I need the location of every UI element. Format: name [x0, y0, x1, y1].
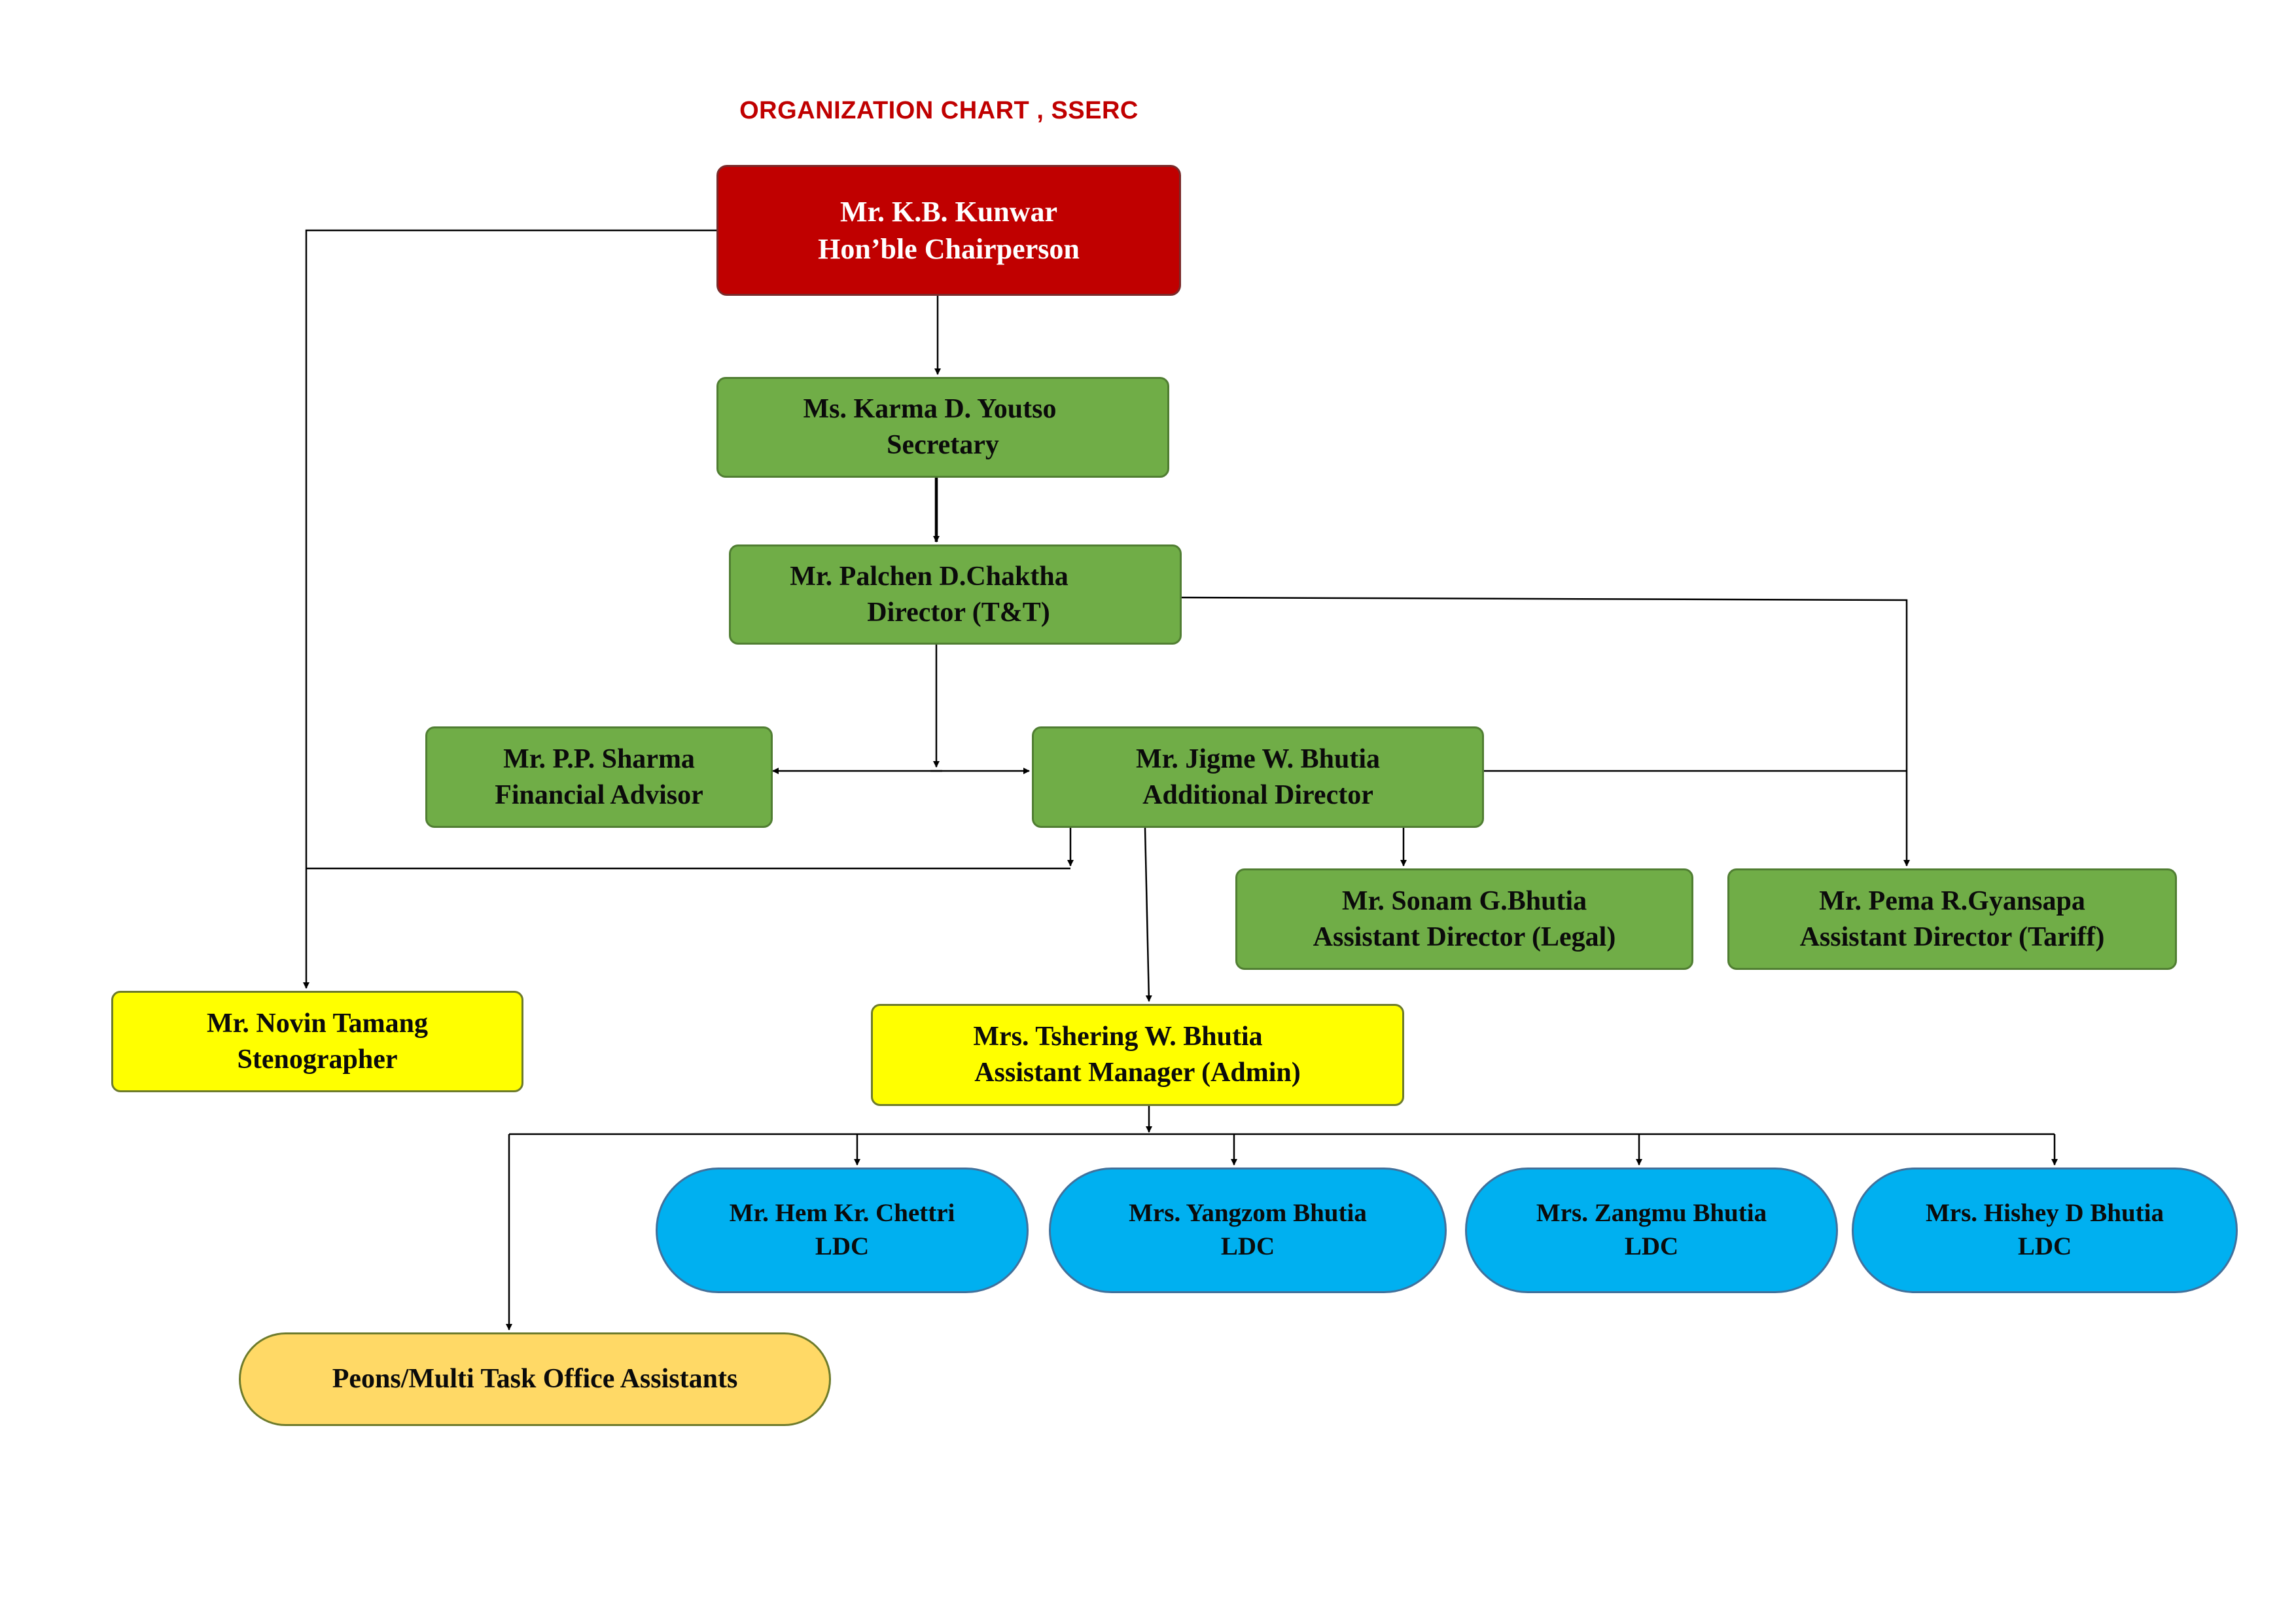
node-role: LDC: [1220, 1232, 1275, 1260]
node-role: LDC: [815, 1232, 870, 1260]
node-director: Mr. Palchen D.Chaktha Director (T&T): [729, 544, 1182, 645]
node-name: Mr. Hem Kr. Chettri: [729, 1199, 955, 1228]
node-name: Mr. Novin Tamang: [206, 1008, 429, 1039]
node-role: Assistant Director (Legal): [1313, 921, 1616, 952]
node-name: Mr. P.P. Sharma: [503, 743, 695, 774]
node-role: Assistant Director (Tariff): [1799, 921, 2105, 952]
node-name: Mrs. Hishey D Bhutia: [1925, 1199, 2164, 1228]
node-name: Mr. Sonam G.Bhutia: [1341, 885, 1587, 916]
node-ldc-4: Mrs. Hishey D Bhutia LDC: [1852, 1168, 2238, 1293]
node-role: Hon’ble Chairperson: [818, 233, 1080, 265]
node-name: Mr. Pema R.Gyansapa: [1819, 885, 2085, 916]
connector-ad-to-asstmgr: [1144, 827, 1152, 1002]
node-role: Financial Advisor: [495, 779, 703, 810]
node-additional-director: Mr. Jigme W. Bhutia Additional Director: [1032, 726, 1484, 828]
node-asst-manager: Mrs. Tshering W. Bhutia Assistant Manage…: [871, 1004, 1404, 1106]
node-ad-legal: Mr. Sonam G.Bhutia Assistant Director (L…: [1235, 868, 1693, 970]
node-name: Mrs. Tshering W. Bhutia: [973, 1022, 1263, 1052]
node-label: Peons/Multi Task Office Assistants: [332, 1364, 738, 1395]
node-ldc-1: Mr. Hem Kr. Chettri LDC: [656, 1168, 1029, 1293]
node-role: LDC: [2017, 1232, 2072, 1260]
node-role: Additional Director: [1142, 779, 1373, 810]
node-name: Ms. Karma D. Youtso: [803, 394, 1057, 425]
node-role: Secretary: [887, 430, 999, 460]
node-role: LDC: [1624, 1232, 1679, 1260]
node-financial-advisor: Mr. P.P. Sharma Financial Advisor: [425, 726, 773, 828]
node-ad-tariff: Mr. Pema R.Gyansapa Assistant Director (…: [1727, 868, 2177, 970]
node-role: Assistant Manager (Admin): [974, 1058, 1301, 1088]
chart-title: ORGANIZATION CHART , SSERC: [739, 97, 1139, 124]
connector-director-to-tariff: [1181, 596, 1910, 866]
node-role: Director (T&T): [867, 597, 1050, 628]
node-name: Mrs. Zangmu Bhutia: [1536, 1199, 1767, 1228]
node-ldc-2: Mrs. Yangzom Bhutia LDC: [1049, 1168, 1447, 1293]
node-chairperson: Mr. K.B. Kunwar Hon’ble Chairperson: [716, 165, 1181, 296]
node-name: Mr. K.B. Kunwar: [839, 195, 1058, 228]
node-name: Mr. Jigme W. Bhutia: [1136, 743, 1380, 774]
node-name: Mrs. Yangzom Bhutia: [1129, 1199, 1367, 1228]
node-ldc-3: Mrs. Zangmu Bhutia LDC: [1465, 1168, 1838, 1293]
node-stenographer: Mr. Novin Tamang Stenographer: [111, 991, 523, 1092]
node-role: Stenographer: [237, 1044, 398, 1075]
node-secretary: Ms. Karma D. Youtso Secretary: [716, 377, 1169, 478]
node-peons: Peons/Multi Task Office Assistants: [239, 1332, 831, 1426]
node-name: Mr. Palchen D.Chaktha: [790, 561, 1069, 592]
connector-chair-to-steno: [303, 229, 716, 989]
